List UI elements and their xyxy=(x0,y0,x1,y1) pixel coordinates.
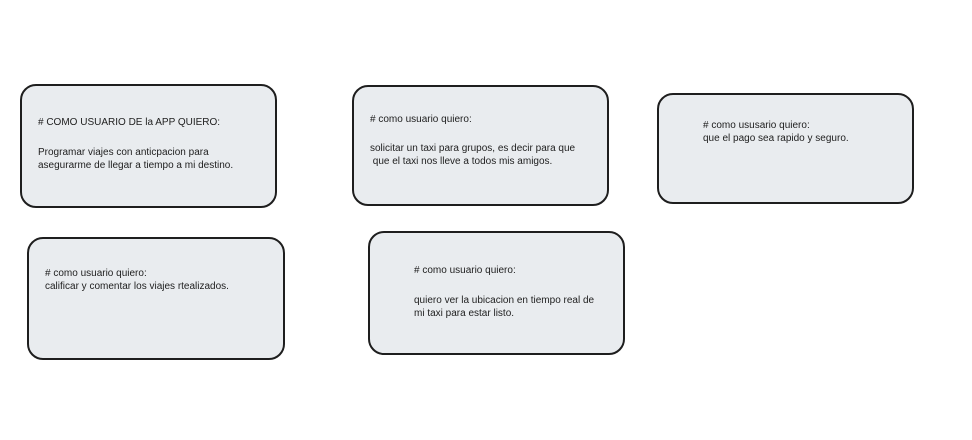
user-story-card-group-taxi[interactable]: # como usuario quiero: solicitar un taxi… xyxy=(352,85,609,206)
user-story-card-rate-trips[interactable]: # como usuario quiero: calificar y comen… xyxy=(27,237,285,360)
card-body: calificar y comentar los viajes rtealiza… xyxy=(45,281,229,292)
card-body: solicitar un taxi para grupos, es decir … xyxy=(370,143,576,167)
user-story-card-realtime-location[interactable]: # como usuario quiero: quiero ver la ubi… xyxy=(368,231,625,355)
card-heading: # como usuario quiero: xyxy=(45,268,147,279)
card-heading: # COMO USUARIO DE la APP QUIERO: xyxy=(38,117,221,128)
card-body: quiero ver la ubicacion en tiempo real d… xyxy=(414,295,595,319)
card-heading: # como usuario quiero: xyxy=(370,114,472,125)
card-heading: # como ususario quiero: xyxy=(703,120,810,131)
user-story-card-secure-payment[interactable]: # como ususario quiero: que el pago sea … xyxy=(657,93,914,204)
user-story-card-scheduled-trips[interactable]: # COMO USUARIO DE la APP QUIERO: Program… xyxy=(20,84,277,208)
card-body: Programar viajes con anticpacion para as… xyxy=(38,147,234,171)
card-heading: # como usuario quiero: xyxy=(414,265,516,276)
card-body: que el pago sea rapido y seguro. xyxy=(703,133,849,144)
